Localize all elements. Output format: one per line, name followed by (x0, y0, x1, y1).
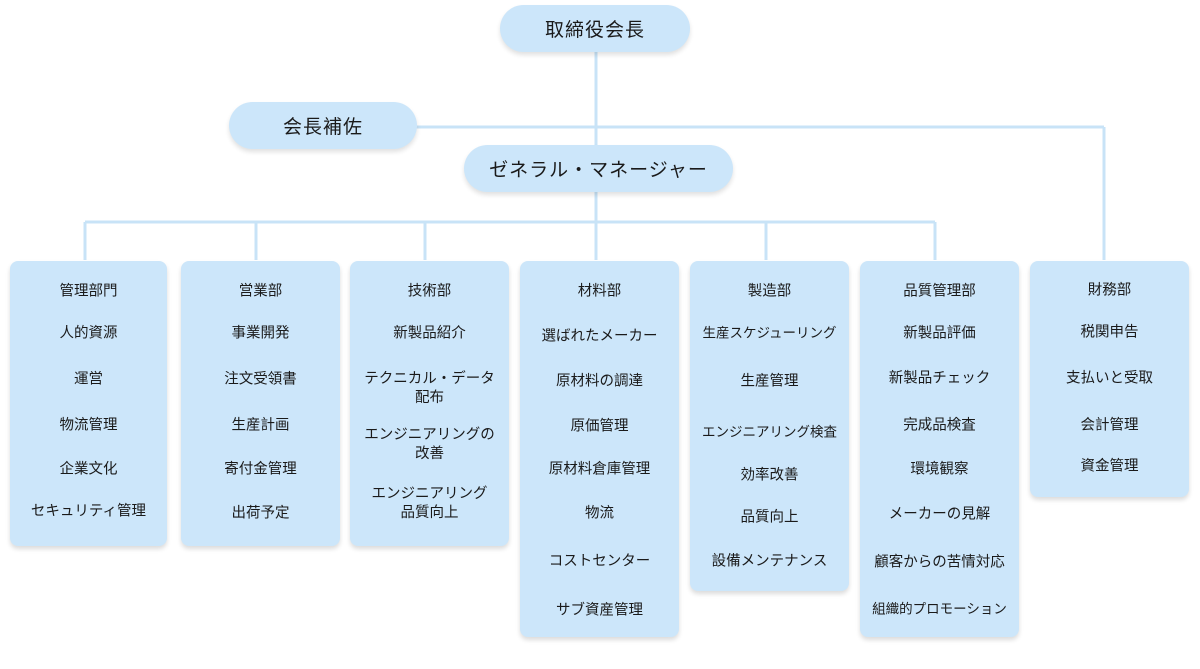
dept-item: 注文受領書 (224, 371, 297, 388)
dept-item: サブ資産管理 (556, 602, 643, 619)
dept-item: エンジニアリング検査 (702, 424, 837, 441)
dept-materials: 材料部 選ばれたメーカー 原材料の調達 原価管理 原材料倉庫管理 物流 コストセ… (520, 261, 679, 637)
dept-manufacturing: 製造部 生産スケジューリング 生産管理 エンジニアリング検査 効率改善 品質向上… (690, 261, 849, 591)
dept-engineering: 技術部 新製品紹介 テクニカル・データ 配布 エンジニアリングの 改善 エンジニ… (350, 261, 509, 546)
dept-item: 組織的プロモーション (872, 601, 1007, 618)
dept-item: 生産計画 (231, 417, 290, 434)
dept-title: 営業部 (238, 283, 283, 300)
general-manager-box: ゼネラル・マネージャー (464, 145, 733, 192)
dept-title: 品質管理部 (903, 283, 976, 300)
dept-item: 出荷予定 (231, 505, 290, 522)
dept-item: 選ばれたメーカー (541, 328, 658, 345)
dept-item: 事業開発 (231, 325, 290, 342)
dept-admin: 管理部門 人的資源 運営 物流管理 企業文化 セキュリティ管理 (10, 261, 167, 546)
dept-item: 完成品検査 (903, 417, 976, 434)
chairman-assistant-box: 会長補佐 (229, 102, 417, 149)
dept-item: テクニカル・データ 配布 (364, 371, 495, 406)
dept-title: 製造部 (747, 283, 792, 300)
dept-item: 支払いと受取 (1066, 370, 1153, 387)
dept-title: 管理部門 (59, 283, 118, 300)
dept-item: 品質向上 (740, 509, 799, 526)
dept-item: エンジニアリングの 改善 (364, 427, 495, 462)
dept-item: 原材料の調達 (556, 373, 643, 390)
dept-item: 生産スケジューリング (702, 325, 837, 342)
dept-item: 物流管理 (59, 417, 118, 434)
dept-item: 設備メンテナンス (711, 553, 828, 570)
dept-item: 資金管理 (1080, 458, 1139, 475)
dept-item: 環境観察 (910, 461, 969, 478)
dept-item: 顧客からの苦情対応 (874, 554, 1005, 571)
dept-item: 新製品紹介 (393, 325, 466, 342)
dept-item: メーカーの見解 (888, 506, 991, 523)
dept-item: 新製品評価 (903, 325, 976, 342)
dept-item: 会計管理 (1080, 417, 1139, 434)
dept-finance: 財務部 税関申告 支払いと受取 会計管理 資金管理 (1030, 261, 1189, 497)
dept-item: コストセンター (548, 553, 651, 570)
dept-item: 原材料倉庫管理 (548, 461, 651, 478)
dept-item: 原価管理 (570, 418, 629, 435)
dept-item: セキュリティ管理 (30, 503, 147, 520)
dept-item: 企業文化 (59, 461, 118, 478)
dept-item: 税関申告 (1080, 324, 1139, 341)
dept-item: 物流 (585, 505, 614, 522)
dept-item: 効率改善 (740, 467, 799, 484)
dept-item: 生産管理 (740, 373, 799, 390)
dept-item: 運営 (74, 371, 103, 388)
dept-title: 材料部 (577, 283, 622, 300)
chairman-box: 取締役会長 (500, 5, 690, 52)
dept-item: エンジニアリング 品質向上 (371, 486, 488, 521)
dept-item: 人的資源 (59, 325, 118, 342)
dept-item: 寄付金管理 (224, 461, 297, 478)
dept-item: 新製品チェック (888, 370, 991, 387)
dept-quality: 品質管理部 新製品評価 新製品チェック 完成品検査 環境観察 メーカーの見解 顧… (860, 261, 1019, 637)
dept-title: 技術部 (407, 283, 452, 300)
dept-sales: 営業部 事業開発 注文受領書 生産計画 寄付金管理 出荷予定 (181, 261, 340, 546)
dept-title: 財務部 (1087, 282, 1132, 299)
